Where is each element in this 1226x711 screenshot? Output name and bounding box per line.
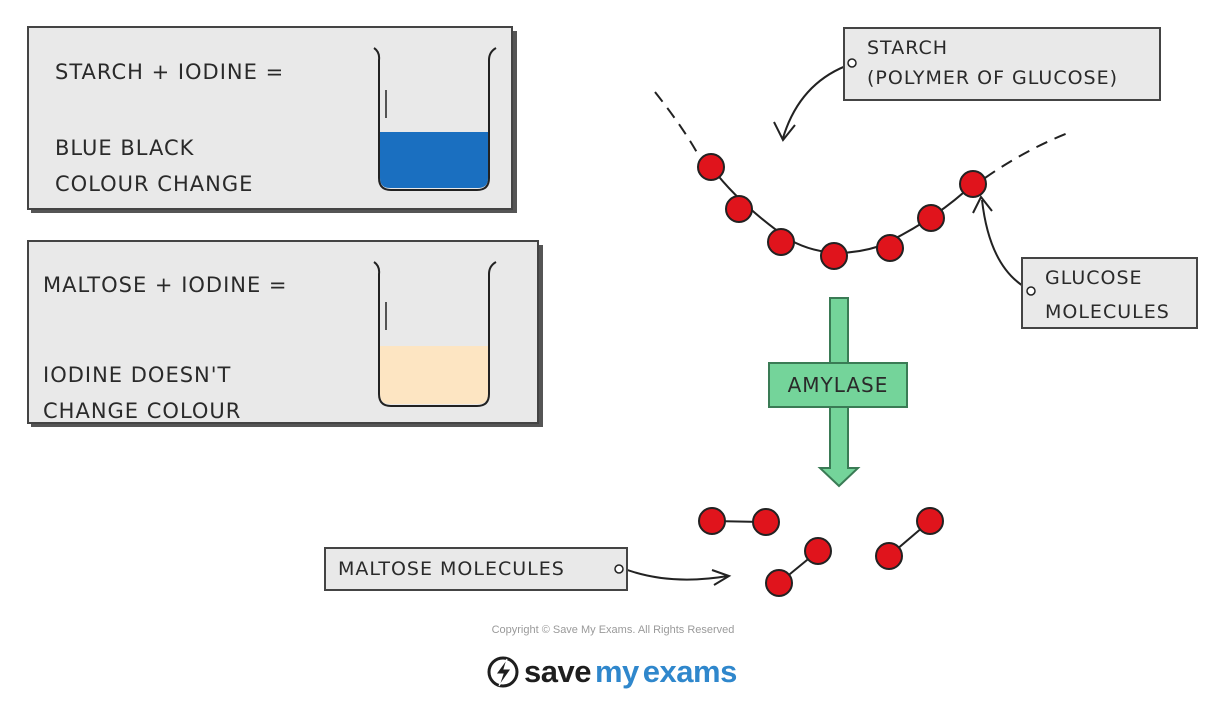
maltose-glucose-unit bbox=[752, 508, 780, 536]
maltose-result-line2: CHANGE COLOUR bbox=[43, 399, 242, 423]
starch-beaker-outline bbox=[373, 47, 497, 191]
starch-beaker-liquid bbox=[380, 132, 488, 188]
maltose-molecules bbox=[698, 507, 944, 597]
maltose-glucose-unit bbox=[804, 537, 832, 565]
maltose-glucose-unit bbox=[875, 542, 903, 570]
maltose-result-line1: IODINE DOESN'T bbox=[43, 363, 232, 387]
glucose-label-line2: MOLECULES bbox=[1045, 301, 1170, 323]
starch-chain-dash-right bbox=[984, 132, 1069, 179]
starch-label-line2: (POLYMER OF GLUCOSE) bbox=[867, 67, 1119, 89]
maltose-label-arrow bbox=[621, 567, 729, 581]
glucose-molecule bbox=[820, 242, 848, 270]
starch-result-line1: BLUE BLACK bbox=[55, 136, 195, 160]
starch-equation: STARCH + IODINE = bbox=[55, 60, 285, 84]
starch-label-arrow bbox=[782, 63, 852, 139]
maltose-label: MALTOSE MOLECULES bbox=[324, 547, 628, 591]
starch-result-line2: COLOUR CHANGE bbox=[55, 172, 254, 196]
starch-beaker bbox=[373, 47, 497, 191]
glucose-molecule bbox=[725, 195, 753, 223]
brand-word-save: save bbox=[524, 654, 591, 689]
starch-chain-dash-left bbox=[654, 91, 701, 159]
maltose-beaker-outline bbox=[373, 261, 497, 407]
starch-label-line1: STARCH bbox=[867, 37, 948, 59]
glucose-molecule bbox=[917, 204, 945, 232]
glucose-molecule bbox=[959, 170, 987, 198]
glucose-label: GLUCOSE MOLECULES bbox=[1021, 257, 1198, 329]
maltose-beaker bbox=[373, 261, 497, 407]
maltose-glucose-unit bbox=[916, 507, 944, 535]
glucose-molecule bbox=[697, 153, 725, 181]
brand-logo: save my exams bbox=[486, 650, 737, 694]
maltose-glucose-unit bbox=[698, 507, 726, 535]
maltose-label-text: MALTOSE MOLECULES bbox=[338, 558, 565, 580]
starch-glucose-molecules bbox=[697, 153, 987, 270]
starch-label: STARCH (POLYMER OF GLUCOSE) bbox=[843, 27, 1161, 101]
copyright-text: Copyright © Save My Exams. All Rights Re… bbox=[491, 624, 735, 636]
lightning-bolt-icon bbox=[487, 656, 519, 688]
maltose-glucose-unit bbox=[765, 569, 793, 597]
brand-word-exams: exams bbox=[642, 654, 738, 689]
maltose-beaker-liquid bbox=[380, 346, 488, 404]
glucose-label-line1: GLUCOSE bbox=[1045, 267, 1143, 289]
glucose-label-arrowhead bbox=[972, 195, 993, 214]
starch-label-arrowhead bbox=[773, 121, 796, 142]
maltose-label-arrowhead bbox=[711, 569, 732, 586]
glucose-molecule bbox=[767, 228, 795, 256]
glucose-molecule bbox=[876, 234, 904, 262]
amylase-label: AMYLASE bbox=[768, 362, 908, 408]
brand-word-my: my bbox=[594, 654, 639, 689]
maltose-equation: MALTOSE + IODINE = bbox=[43, 273, 288, 297]
